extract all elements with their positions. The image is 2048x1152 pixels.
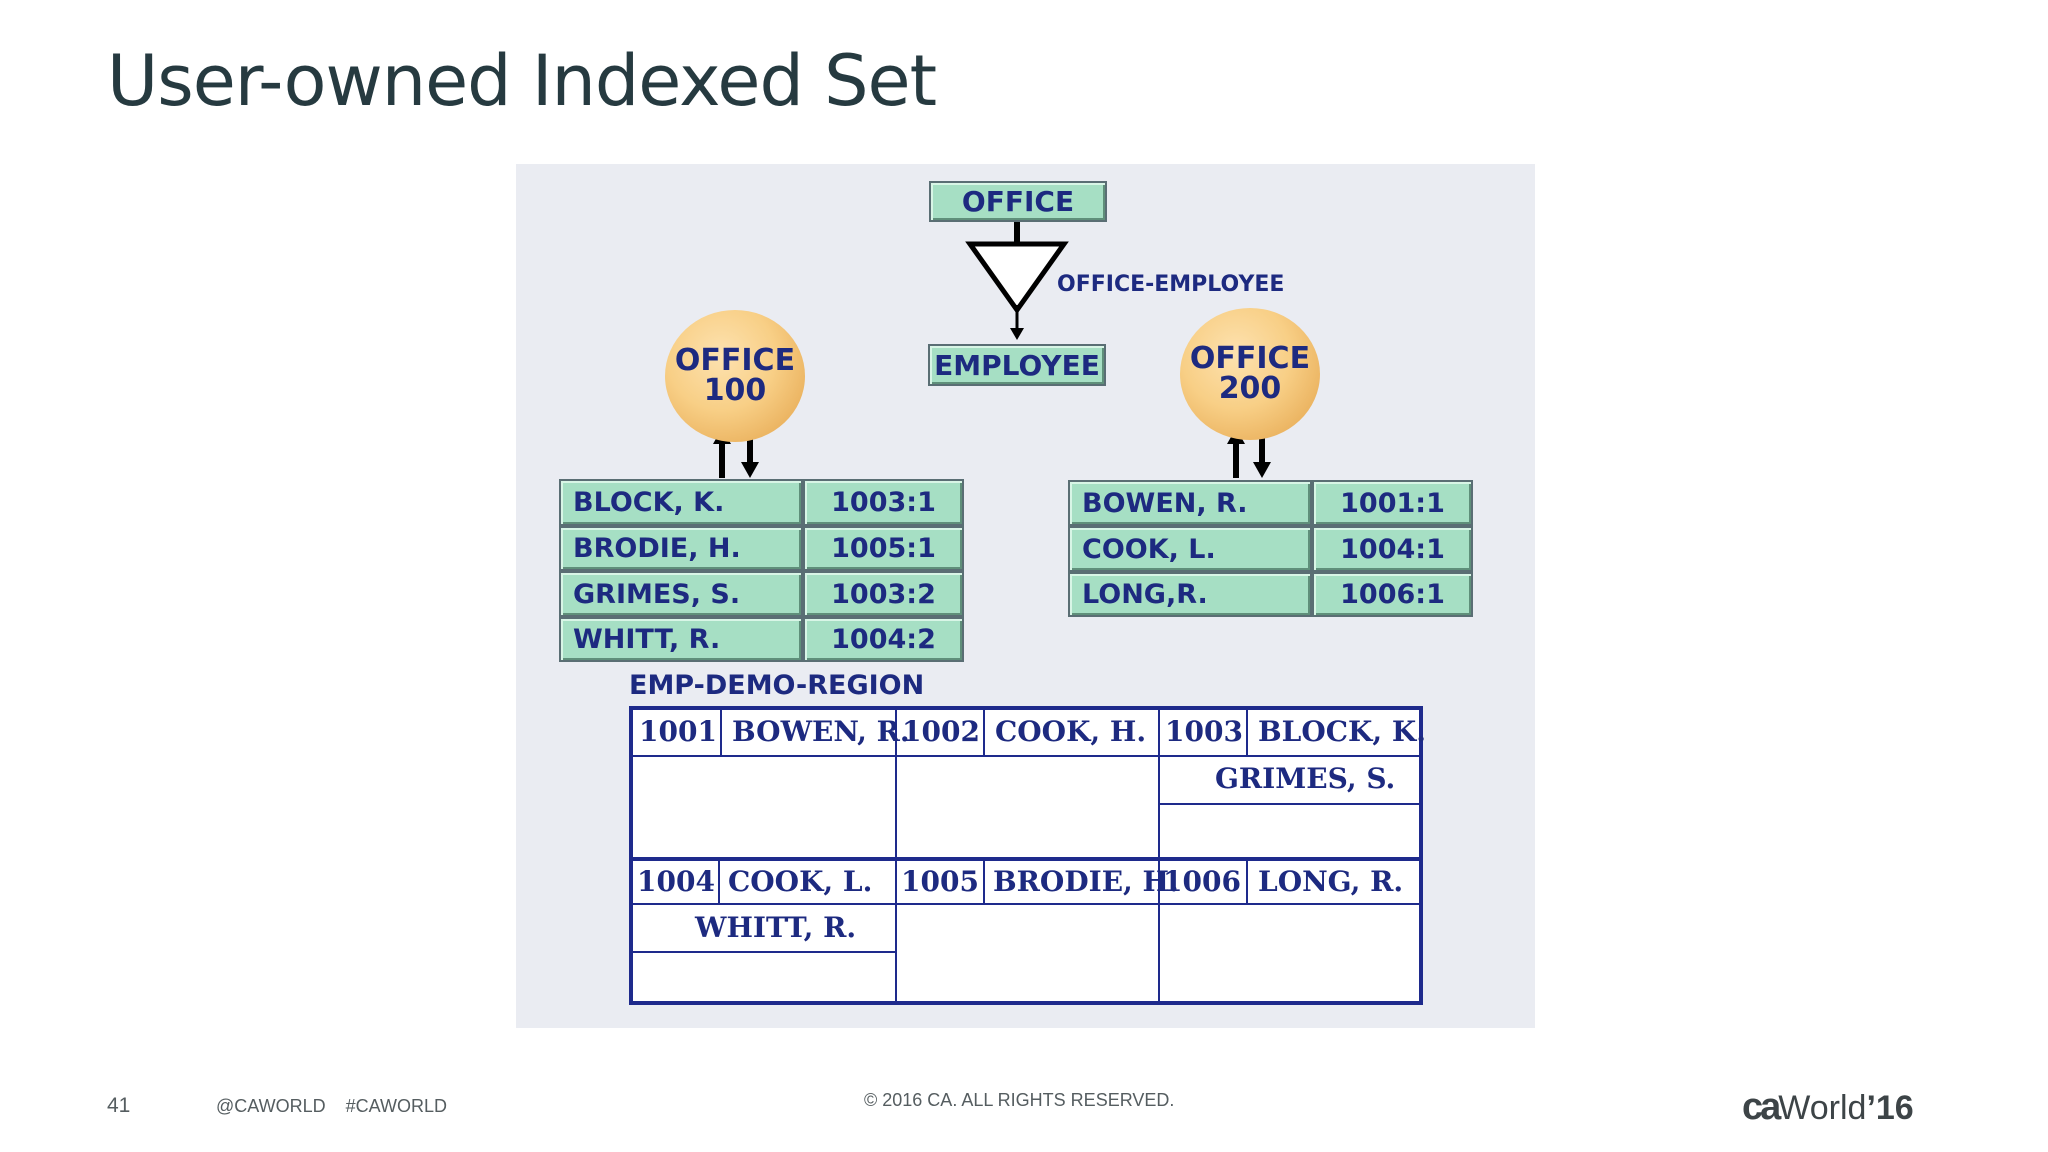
office-200-line1: OFFICE	[1189, 341, 1311, 376]
page-record: COOK, H.	[995, 715, 1147, 748]
set-name-label: OFFICE-EMPLOYEE	[1057, 272, 1285, 297]
region-divider	[633, 951, 895, 953]
region-divider	[718, 861, 720, 903]
index-key-cell: 1004:2	[803, 617, 964, 662]
office-100-line2: 100	[703, 373, 767, 408]
page-record: WHITT, R.	[695, 911, 857, 944]
logo-world: World	[1778, 1089, 1867, 1127]
index-key-cell: 1003:2	[803, 571, 964, 617]
page-number: 1001	[639, 715, 717, 748]
office-100-circle: OFFICE 100	[665, 310, 805, 442]
index-key-cell: 1006:1	[1312, 572, 1473, 617]
office-100-line1: OFFICE	[674, 343, 796, 378]
ca-world-logo: caWorld’16	[1742, 1086, 1914, 1129]
employee-record-box: EMPLOYEE	[928, 344, 1106, 386]
index-key-cell: 1005:1	[803, 526, 964, 571]
page-record: BOWEN, R.	[732, 715, 910, 748]
emp-demo-region: 1001 BOWEN, R. 1002 COOK, H. 1003 BLOCK,…	[629, 706, 1426, 1005]
region-divider	[1158, 710, 1160, 1001]
page-number: 41	[107, 1094, 131, 1117]
index-name-cell: GRIMES, S.	[559, 571, 803, 617]
page-record: LONG, R.	[1258, 865, 1404, 898]
index-key-cell: 1004:1	[1312, 526, 1473, 572]
logo-year: ’16	[1866, 1089, 1914, 1127]
region-divider	[633, 857, 1419, 861]
social-handles: @CAWORLD #CAWORLD	[216, 1096, 447, 1116]
region-divider	[720, 710, 722, 755]
region-divider	[633, 903, 1419, 905]
region-divider	[1246, 861, 1248, 903]
logo-ca: ca	[1742, 1086, 1781, 1128]
office-200-circle: OFFICE 200	[1180, 308, 1320, 440]
index-name-cell: LONG,R.	[1068, 572, 1312, 617]
region-divider	[1246, 710, 1248, 755]
page-number: 1005	[901, 865, 979, 898]
page-record: COOK, L.	[728, 865, 873, 898]
region-divider	[983, 861, 985, 903]
page-number: 1006	[1163, 865, 1241, 898]
page-record: BRODIE, H.	[993, 865, 1179, 898]
set-triangle-icon	[965, 222, 1069, 340]
page-number: 1002	[902, 715, 980, 748]
index-key-cell: 1001:1	[1312, 480, 1473, 526]
page-record: BLOCK, K.	[1258, 715, 1426, 748]
copyright: © 2016 CA. ALL RIGHTS RESERVED.	[864, 1090, 1175, 1110]
region-divider	[1158, 803, 1419, 805]
index-name-cell: BOWEN, R.	[1068, 480, 1312, 526]
index-name-cell: BRODIE, H.	[559, 526, 803, 571]
index-name-cell: BLOCK, K.	[559, 479, 803, 526]
page-record: GRIMES, S.	[1215, 762, 1396, 795]
index-name-cell: WHITT, R.	[559, 617, 803, 662]
office-200-line2: 200	[1218, 371, 1282, 406]
region-divider	[633, 755, 1419, 757]
page-number: 1004	[637, 865, 715, 898]
slide-title: User-owned Indexed Set	[107, 40, 937, 122]
office-record-box: OFFICE	[929, 181, 1107, 222]
page-number: 1003	[1165, 715, 1243, 748]
region-divider	[983, 710, 985, 755]
index-name-cell: COOK, L.	[1068, 526, 1312, 572]
index-key-cell: 1003:1	[803, 479, 964, 526]
region-divider	[895, 710, 897, 1001]
region-label: EMP-DEMO-REGION	[629, 670, 925, 701]
